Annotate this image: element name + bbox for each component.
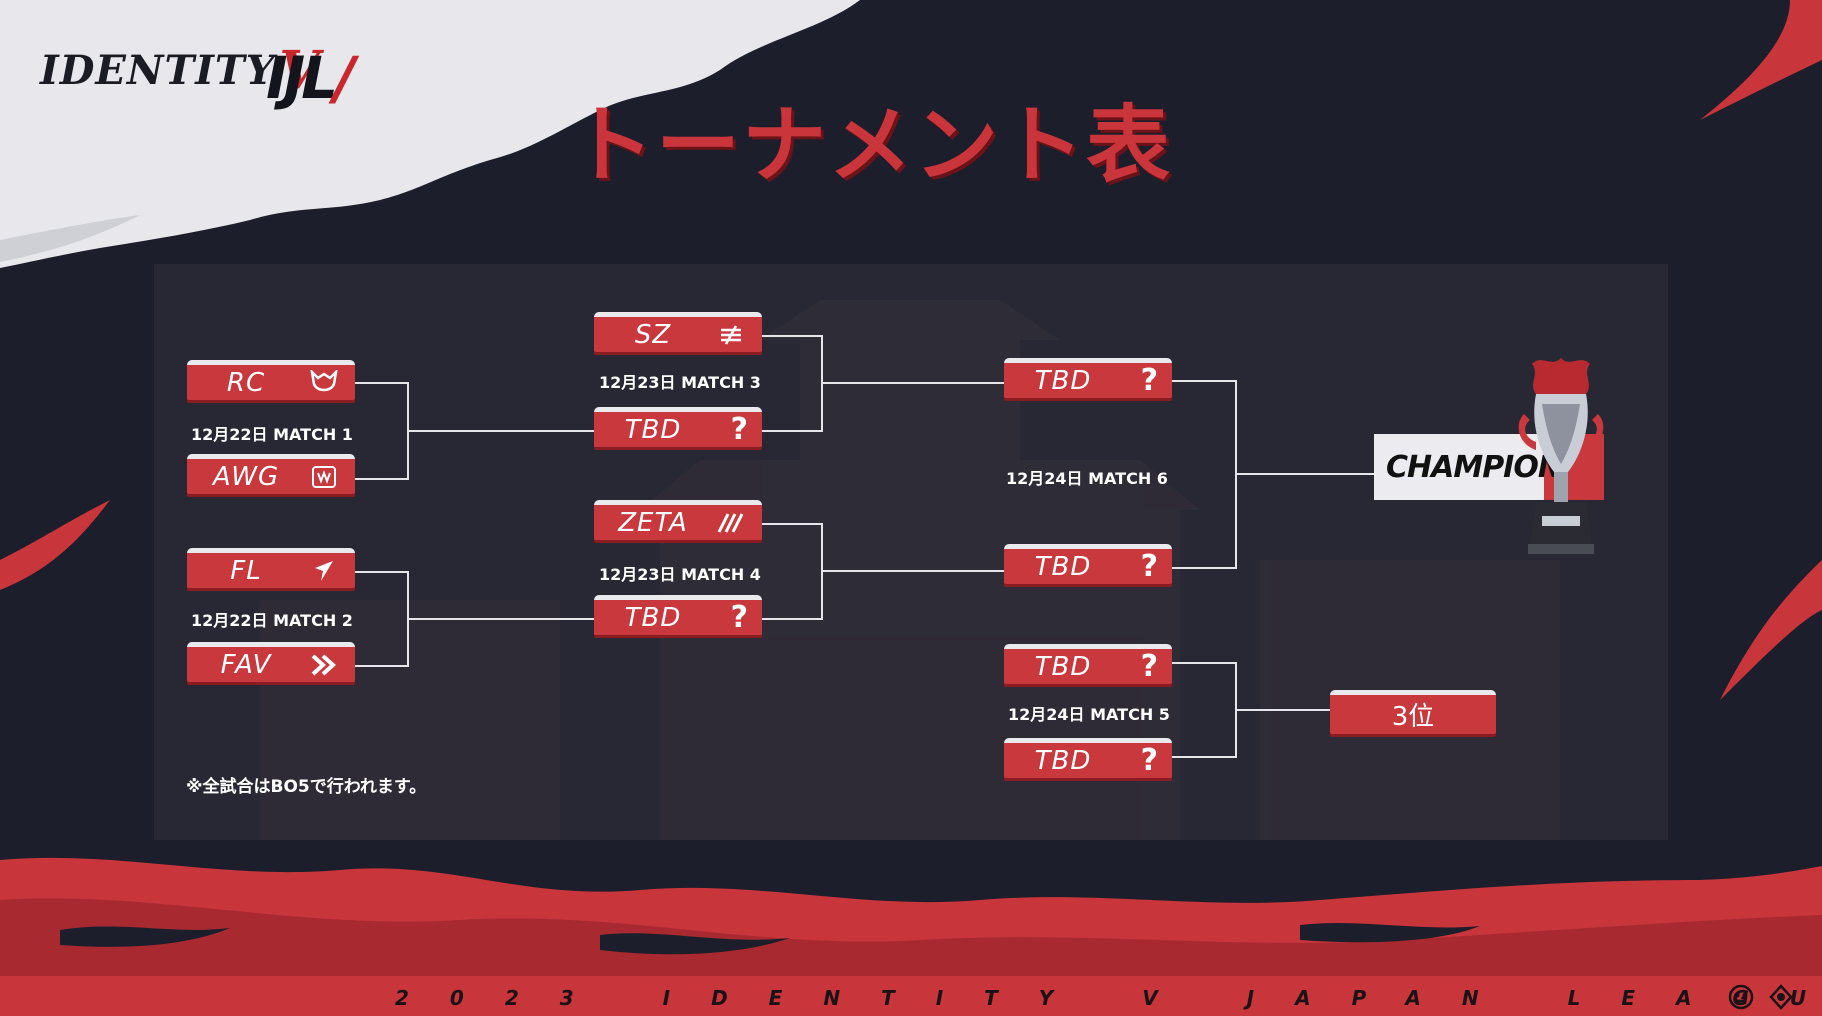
diamond-emblem-icon [1769, 984, 1793, 1010]
team-name: TBD [1034, 651, 1092, 682]
team-fav[interactable]: FAV [187, 642, 355, 682]
footer-league-name: 2023 IDENTITY V JAPAN LEAGUE [395, 986, 1822, 1010]
awg-logo-icon [307, 462, 341, 492]
match4-label: 12月23日 MATCH 4 [599, 565, 761, 584]
question-icon: ? [1140, 743, 1158, 778]
identity-v-logo: IDENTITY V [40, 39, 321, 101]
team-name: FAV [220, 649, 272, 680]
identity-logo-text: IDENTITY [40, 46, 276, 94]
team-zeta[interactable]: ZETA [594, 500, 762, 540]
zeta-logo-icon [714, 508, 748, 538]
fl-logo-icon [307, 556, 341, 586]
ijl-logo: IJL/ [266, 44, 355, 112]
page-title: トーナメント表 [570, 95, 1173, 194]
team-name: RC [226, 367, 266, 398]
trophy-icon [1518, 358, 1604, 554]
format-note: ※全試合はBO5で行われます。 [186, 777, 427, 797]
bracket-panel [154, 264, 1668, 840]
fav-logo-icon [307, 650, 341, 680]
question-icon: ? [1140, 549, 1158, 584]
team-name: TBD [624, 602, 682, 633]
team-name: TBD [1034, 551, 1092, 582]
rc-logo-icon [307, 368, 341, 398]
question-icon: ? [730, 412, 748, 447]
third-place-box: 3位 [1330, 690, 1496, 734]
champion-label: CHAMPION [1386, 449, 1563, 485]
match3-label: 12月23日 MATCH 3 [599, 373, 761, 392]
question-icon: ? [1140, 363, 1158, 398]
team-name: FL [230, 555, 262, 586]
team-name: AWG [212, 461, 280, 492]
match2-label: 12月22日 MATCH 2 [191, 611, 353, 630]
team-name: TBD [624, 414, 682, 445]
identity-logo-v: V [279, 39, 321, 101]
footer-icons [1728, 984, 1794, 1010]
team-tbd-match6-b[interactable]: TBD ? [1004, 544, 1172, 584]
team-name: TBD [1034, 365, 1092, 396]
team-tbd-match5-b[interactable]: TBD ? [1004, 738, 1172, 778]
team-awg[interactable]: AWG [187, 454, 355, 494]
match1-label: 12月22日 MATCH 1 [191, 425, 353, 444]
team-tbd-match3[interactable]: TBD ? [594, 407, 762, 447]
ijl-logo-text: IJL [266, 44, 338, 112]
circle-emblem-icon [1728, 984, 1754, 1010]
team-name: ZETA [618, 507, 688, 538]
third-place-label: 3位 [1391, 702, 1435, 732]
match5-label: 12月24日 MATCH 5 [1008, 705, 1170, 724]
question-icon: ? [730, 600, 748, 635]
team-tbd-match4[interactable]: TBD ? [594, 595, 762, 635]
team-tbd-match6-a[interactable]: TBD ? [1004, 358, 1172, 398]
team-name: SZ [634, 319, 672, 350]
team-fl[interactable]: FL [187, 548, 355, 588]
match6-label: 12月24日 MATCH 6 [1006, 469, 1168, 488]
team-rc[interactable]: RC [187, 360, 355, 400]
team-sz[interactable]: SZ [594, 312, 762, 352]
sz-logo-icon [714, 320, 748, 350]
footer-band [0, 976, 1822, 1016]
team-tbd-match5-a[interactable]: TBD ? [1004, 644, 1172, 684]
question-icon: ? [1140, 649, 1158, 684]
team-name: TBD [1034, 745, 1092, 776]
